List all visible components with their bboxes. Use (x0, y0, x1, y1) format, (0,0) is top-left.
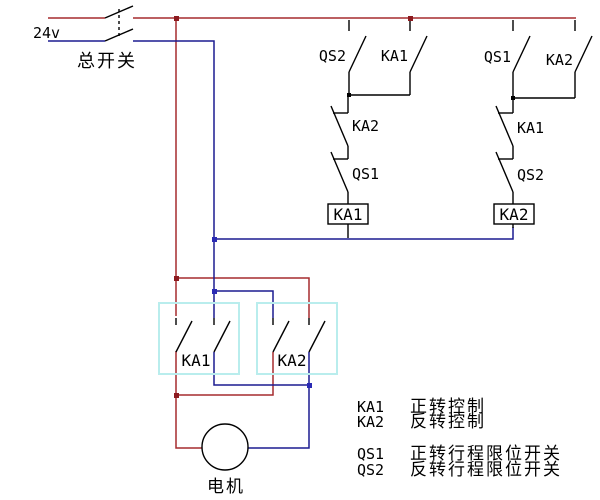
legend-desc: 正转控制 (410, 397, 486, 417)
legend: KA1 正转控制 KA2 反转控制 QS1 正转行程限位开关 QS2 反转行程限… (357, 397, 562, 480)
main-switch-label: 总开关 (77, 51, 137, 72)
ka1-contact-label: KA1 (381, 47, 408, 65)
ka2-power-contact-2 (308, 318, 326, 353)
ka1-group-box (158, 302, 240, 375)
legend-desc: 正转行程限位开关 (410, 444, 562, 464)
ka1-coil-box (327, 203, 369, 225)
ka2-group-box (256, 302, 338, 375)
ka2-coil-box (493, 203, 535, 225)
legend-desc: 反转行程限位开关 (410, 460, 562, 480)
qs1-no-contact (512, 20, 531, 98)
ka2-no-contact (574, 20, 593, 98)
contact-junction-nodes (347, 93, 515, 100)
qs2-no-contact (348, 20, 367, 95)
qs2-nc-contact (495, 146, 514, 204)
positive-wires (48, 17, 576, 449)
legend-key: QS1 (357, 445, 384, 463)
ka1-no-contact (409, 20, 428, 95)
legend-desc: 反转控制 (410, 412, 486, 432)
ka2-contact-label: KA2 (546, 51, 573, 69)
legend-key: KA1 (357, 398, 384, 416)
negative-wires (48, 40, 514, 449)
ka1-nc-contact (495, 98, 514, 147)
negative-junction-nodes (212, 237, 312, 388)
legend-key: KA2 (357, 413, 384, 431)
ka2-nc-contact (330, 95, 349, 147)
ka1-group-label: KA1 (182, 351, 211, 370)
legend-key: QS2 (357, 461, 384, 479)
ka1-coil-label: KA1 (334, 205, 363, 224)
ka2-coil-label: KA2 (500, 205, 529, 224)
qs1-nc-contact (330, 146, 349, 204)
ka1-power-contact-2 (213, 318, 231, 353)
positive-junction-nodes (174, 16, 413, 398)
voltage-label: 24v (33, 24, 60, 42)
motor-symbol (201, 423, 249, 471)
left-nc1-label: KA2 (352, 117, 379, 135)
contact-group-boxes (158, 302, 338, 375)
motor-label: 电机 (207, 477, 245, 497)
main-switch-symbol (104, 5, 134, 42)
qs1-contact-label: QS1 (484, 48, 511, 66)
ka1-power-contact-1 (175, 318, 193, 353)
right-nc1-label: KA1 (517, 119, 544, 137)
contact-symbols (104, 5, 593, 471)
ka2-power-contact-1 (272, 318, 290, 353)
qs2-contact-label: QS2 (319, 47, 346, 65)
right-nc2-label: QS2 (517, 166, 544, 184)
left-nc2-label: QS1 (352, 165, 379, 183)
ka2-group-label: KA2 (278, 351, 307, 370)
